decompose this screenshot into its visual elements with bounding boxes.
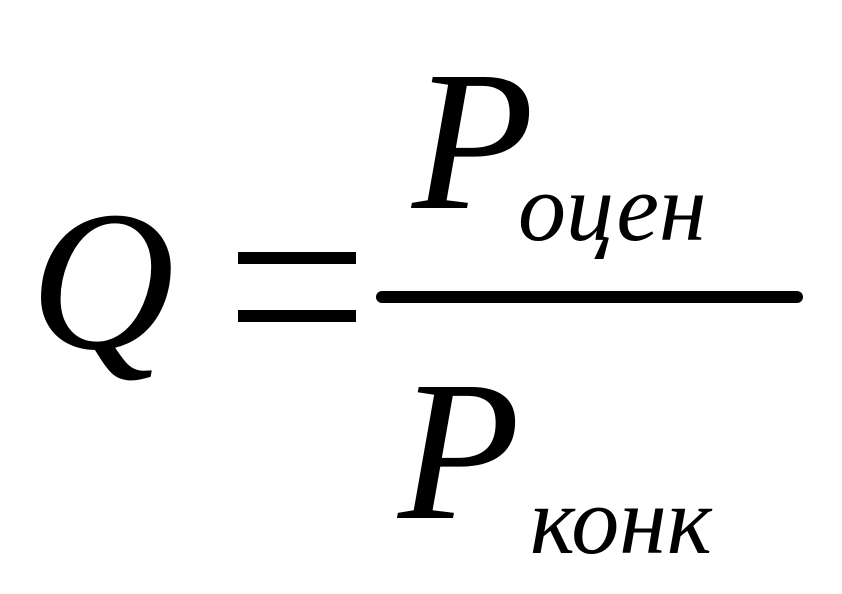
fraction-bar [376, 291, 803, 303]
denominator-subscript: конк [530, 467, 712, 574]
equals-sign [238, 252, 356, 324]
numerator-symbol: P [412, 31, 535, 252]
denominator-symbol: P [398, 341, 521, 562]
equals-bar-bottom [238, 310, 356, 322]
formula-lhs-symbol: Q [30, 171, 175, 392]
equals-bar-top [238, 252, 356, 264]
numerator-subscript: оцен [518, 154, 707, 261]
